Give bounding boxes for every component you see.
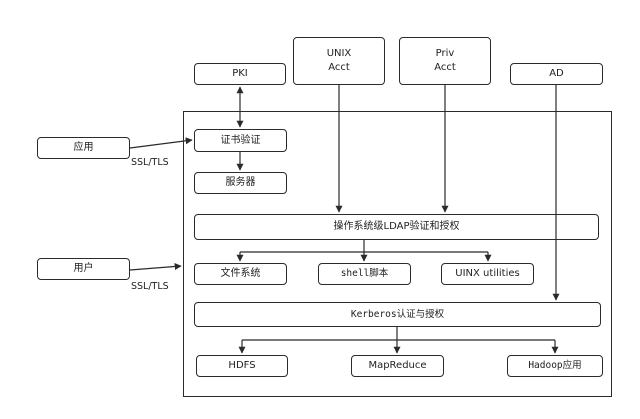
hdfs-label: HDFS xyxy=(228,360,256,371)
mapreduce-label: MapReduce xyxy=(368,360,427,371)
app-ssl-tls-label: SSL/TLS xyxy=(131,157,169,168)
system-boundary xyxy=(183,111,612,397)
file-system-label: 文件系统 xyxy=(220,268,261,279)
kerberos-label: Kerberos认证与授权 xyxy=(350,308,445,320)
app-label: 应用 xyxy=(73,142,94,153)
hdfs-box: HDFS xyxy=(196,355,288,377)
cert-verify-label: 证书验证 xyxy=(220,134,261,146)
user-label: 用户 xyxy=(73,263,94,274)
kerberos-box: Kerberos认证与授权 xyxy=(194,302,601,327)
unix-acct-box: UNIX Acct xyxy=(293,37,385,85)
hadoop-app-box: Hadoop应用 xyxy=(507,355,603,377)
priv-acct-box: Priv Acct xyxy=(399,37,491,85)
os-ldap-box: 操作系统级LDAP验证和授权 xyxy=(194,214,599,240)
file-system-box: 文件系统 xyxy=(194,263,287,285)
server-box: 服务器 xyxy=(194,172,287,194)
shell-script-box: shell脚本 xyxy=(318,263,411,285)
user-box: 用户 xyxy=(37,258,130,280)
hadoop-app-label: Hadoop应用 xyxy=(528,360,582,371)
app-box: 应用 xyxy=(37,137,130,159)
mapreduce-box: MapReduce xyxy=(351,355,444,377)
priv-acct-line2: Acct xyxy=(434,62,456,73)
user-ssl-tls-label: SSL/TLS xyxy=(131,281,169,292)
server-label: 服务器 xyxy=(225,177,256,188)
shell-script-label: shell脚本 xyxy=(340,268,389,279)
pki-label: PKI xyxy=(232,68,248,79)
unix-acct-line2: Acct xyxy=(328,62,350,73)
app-cert-arrow xyxy=(129,137,193,149)
os-ldap-label: 操作系统级LDAP验证和授权 xyxy=(333,221,460,232)
user-system-arrow xyxy=(129,263,182,271)
unix-acct-line1: UNIX xyxy=(326,48,352,59)
cert-verify-box: 证书验证 xyxy=(194,129,287,152)
uinx-utilities-box: UINX utilities xyxy=(441,263,534,285)
pki-box: PKI xyxy=(194,63,286,85)
priv-acct-line1: Priv xyxy=(435,48,455,59)
uinx-utilities-label: UINX utilities xyxy=(455,268,520,279)
ad-label: AD xyxy=(549,68,564,79)
ad-box: AD xyxy=(510,63,603,85)
